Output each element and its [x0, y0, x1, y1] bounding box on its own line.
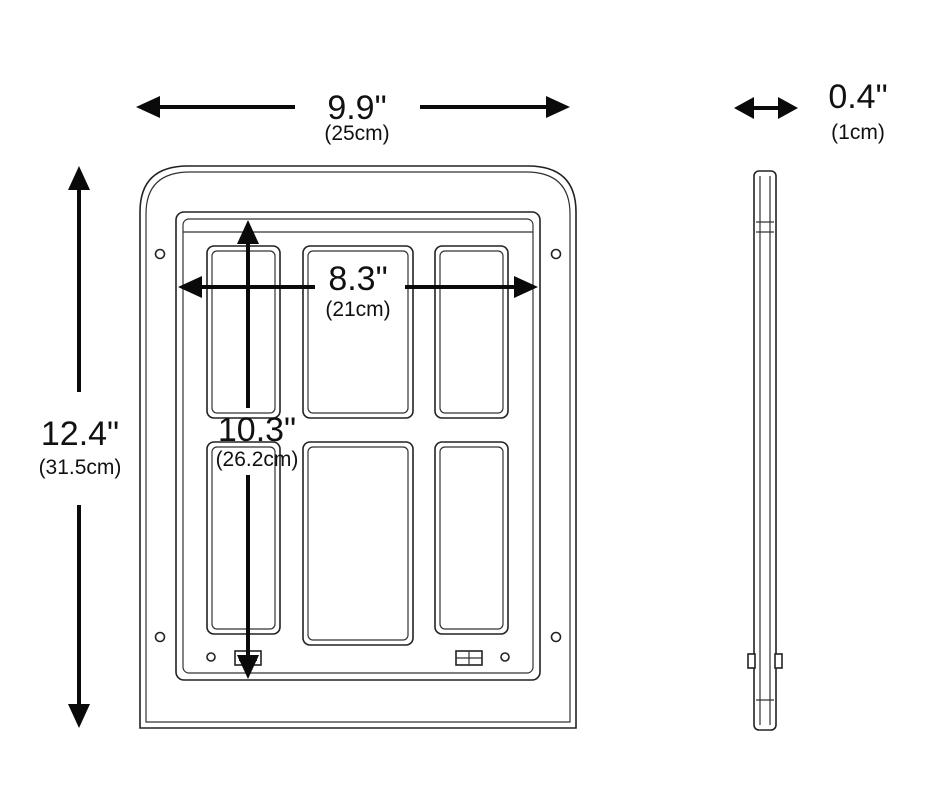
- side-profile-outer: [753, 170, 777, 731]
- width-dimension-arrow: [136, 96, 570, 118]
- inner-height-value-label: 10.3": [218, 411, 296, 449]
- panel-bottom-center: [302, 441, 414, 646]
- side-latch-right: [774, 653, 783, 669]
- panel-top-left-inner: [211, 250, 276, 414]
- panel-top-center-inner: [307, 250, 409, 414]
- inner-width-dimension-arrow: [178, 276, 538, 298]
- screw-inner-right: [500, 652, 510, 662]
- panel-bottom-right: [434, 441, 509, 635]
- side-view: [747, 170, 783, 731]
- height-metric-label: (31.5cm): [39, 456, 122, 479]
- screw-inner-left: [206, 652, 216, 662]
- screw-bottom-left: [154, 631, 166, 643]
- inner-width-metric-label: (21cm): [325, 298, 390, 321]
- inner-height-dimension-arrow: [237, 220, 259, 679]
- width-value-label: 9.9": [327, 89, 386, 127]
- panel-top-left: [206, 245, 281, 419]
- panel-bottom-left-inner: [211, 446, 276, 630]
- panel-bottom-left: [206, 441, 281, 635]
- depth-dimension-arrow: [734, 97, 798, 119]
- inner-height-metric-label: (26.2cm): [216, 448, 299, 471]
- screw-top-left: [154, 248, 166, 260]
- panel-top-right: [434, 245, 509, 419]
- screw-bottom-right: [550, 631, 562, 643]
- front-view: [139, 165, 577, 729]
- height-value-label: 12.4": [41, 415, 119, 453]
- panel-bottom-right-inner: [439, 446, 504, 630]
- panel-bottom-center-inner: [307, 446, 409, 641]
- outer-frame-inner-edge: [145, 171, 571, 723]
- depth-metric-label: (1cm): [831, 121, 885, 144]
- screw-top-right: [550, 248, 562, 260]
- height-dimension-arrow: [68, 166, 90, 728]
- panel-top-center: [302, 245, 414, 419]
- panel-top-right-inner: [439, 250, 504, 414]
- latch-right: [455, 650, 483, 666]
- side-latch-left: [747, 653, 756, 669]
- inner-width-value-label: 8.3": [328, 260, 387, 298]
- inner-frame-edge: [182, 218, 534, 674]
- width-metric-label: (25cm): [324, 122, 389, 145]
- depth-value-label: 0.4": [828, 78, 887, 116]
